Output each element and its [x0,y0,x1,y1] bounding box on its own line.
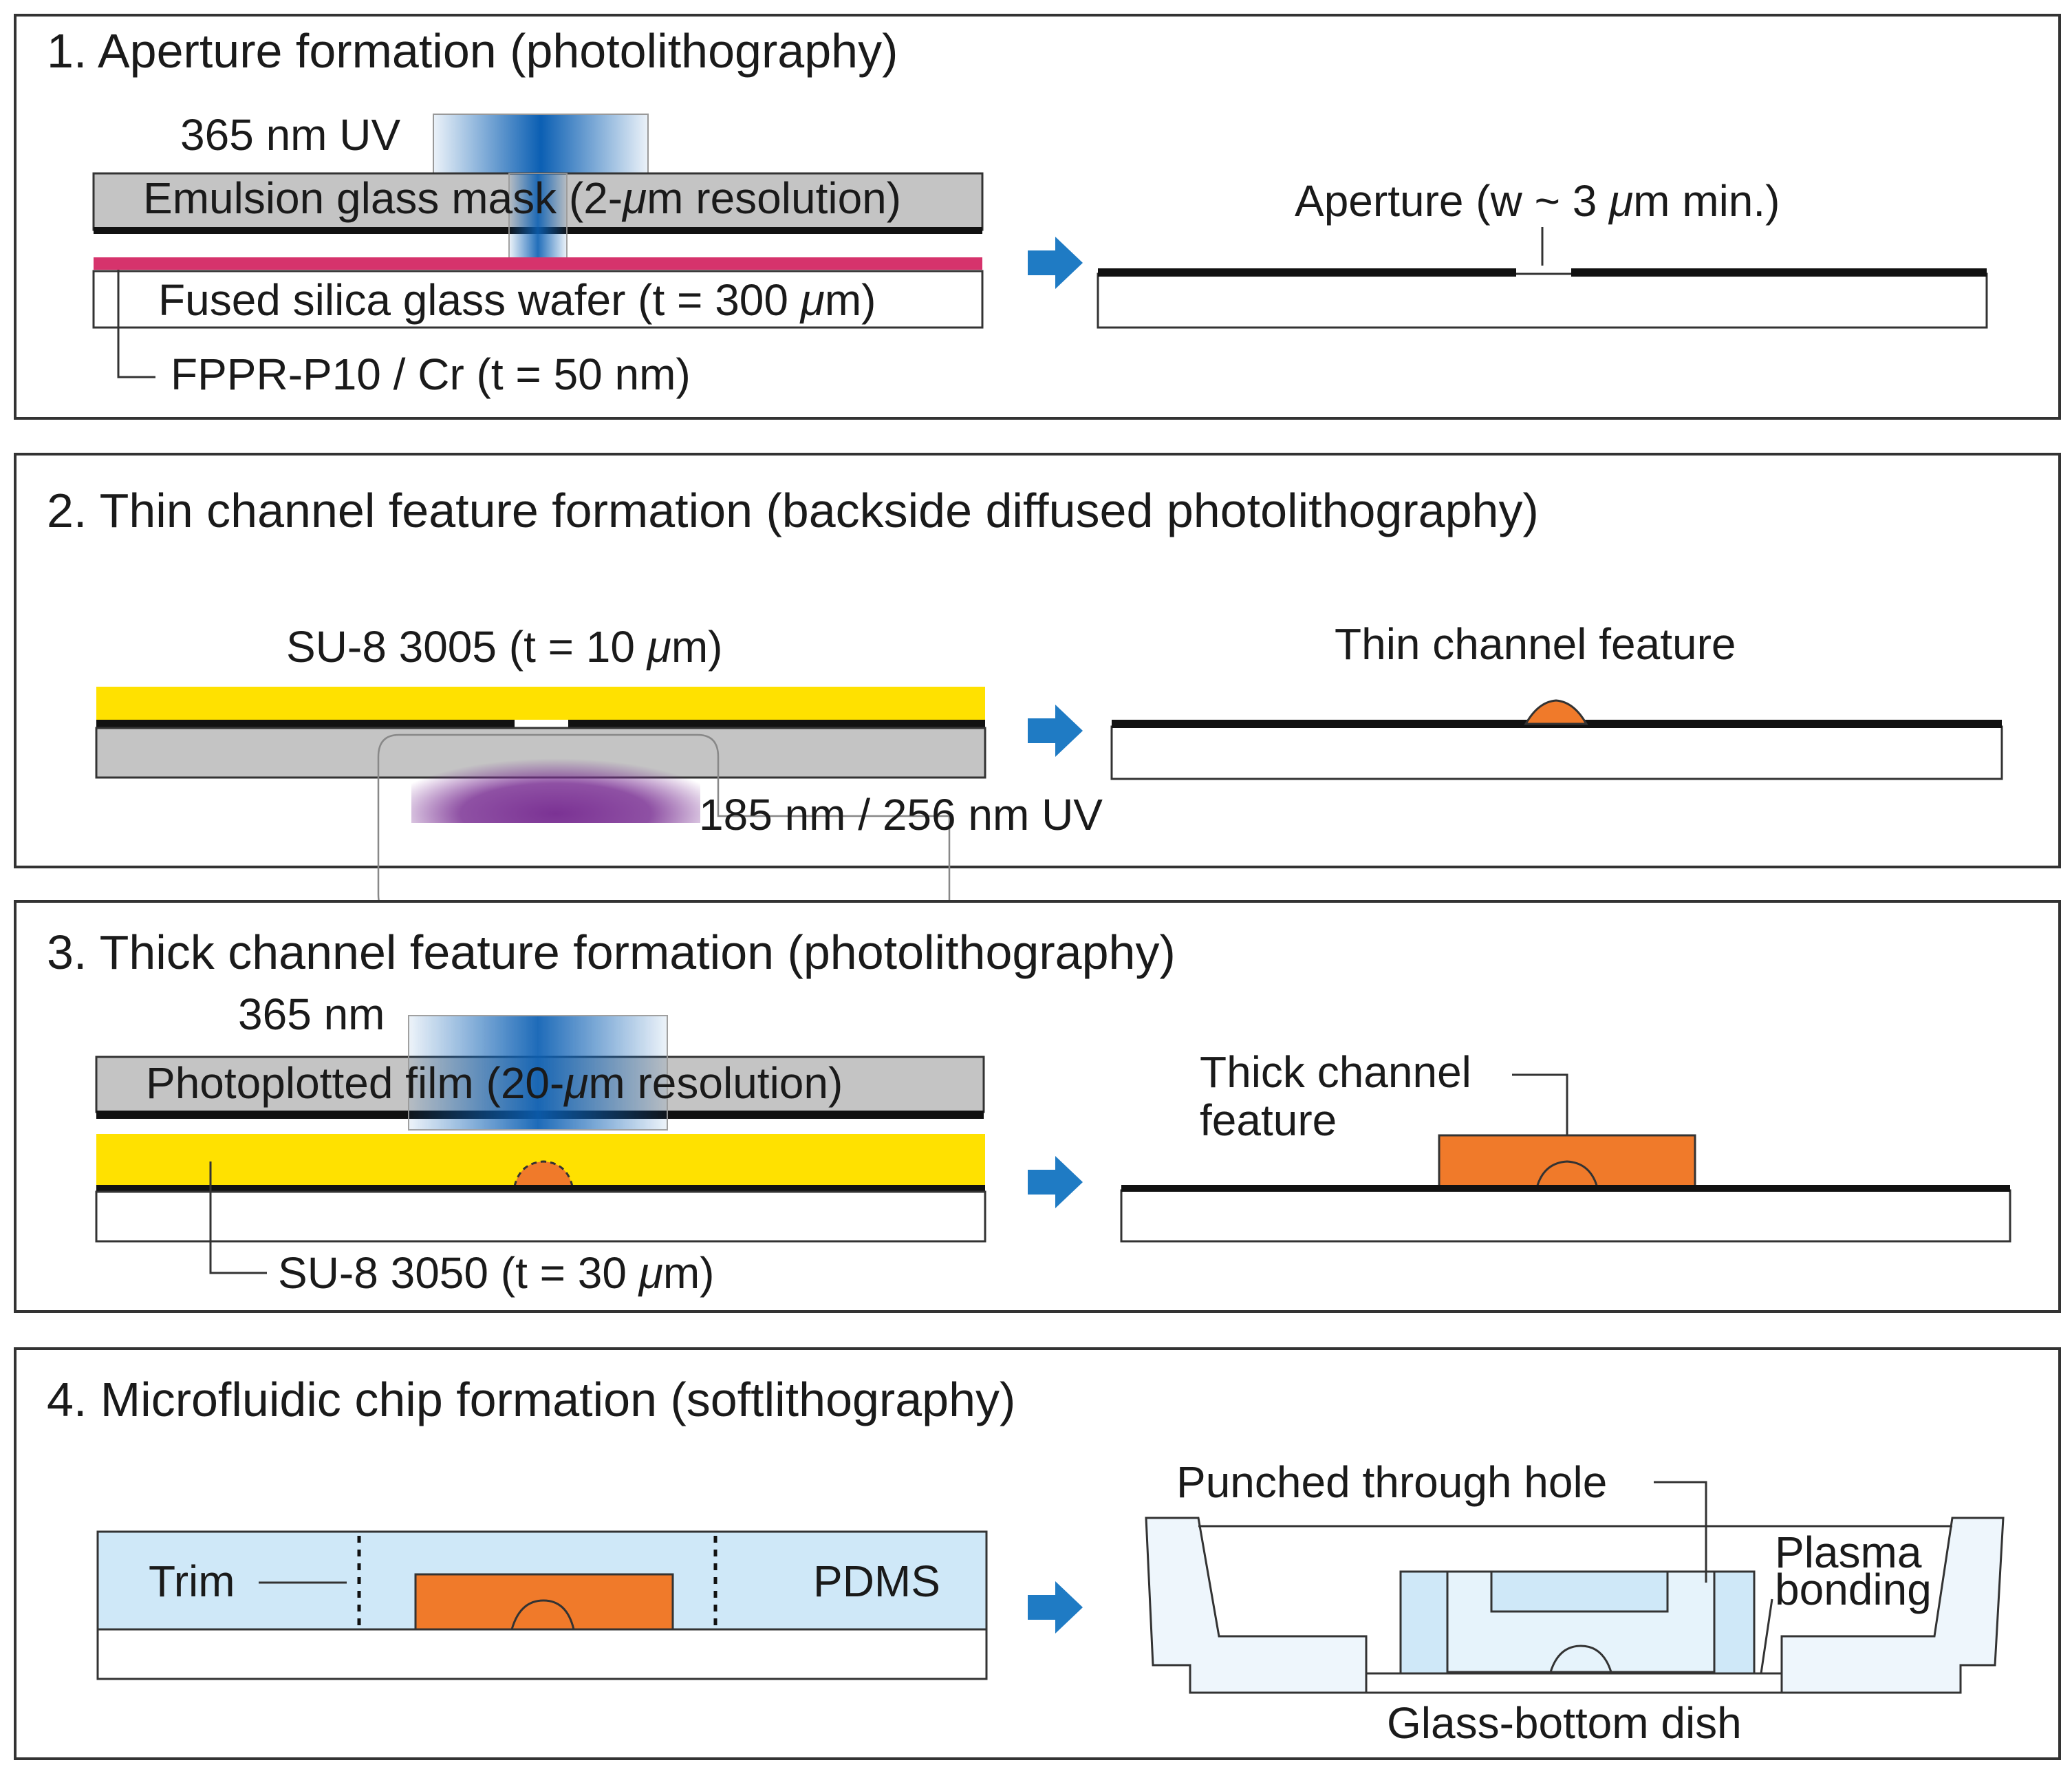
panel-4: 4. Microfluidic chip formation (softlith… [14,1347,2061,1760]
su8-layer [96,687,985,720]
thick-channel-cavity [1490,1570,1669,1613]
resist-leader-line [117,270,155,378]
panel-1: 1. Aperture formation (photolithography)… [14,14,2061,420]
thin-channel-label: Thin channel feature [1335,619,1736,669]
trim-label: Trim [149,1556,235,1606]
punched-hole-leader [1654,1481,1707,1583]
panel-3-title: 3. Thick channel feature formation (phot… [47,925,1176,979]
dish-label: Glass-bottom dish [1387,1698,1742,1748]
thick-channel-label-2: feature [1200,1095,1337,1145]
uv-beam [433,114,649,175]
uv-label: 365 nm [238,989,385,1039]
mold-wafer [96,1628,988,1680]
thin-channel-inner [1535,1160,1599,1188]
uv-label: 185 nm / 256 nm UV [699,790,1103,839]
panel-2: 2. Thin channel feature formation (backs… [14,453,2061,930]
mold-feature [414,1573,674,1631]
glass-wafer [95,1190,986,1243]
chrome-layer-left [96,720,515,728]
uv-beam-transmitted [508,173,568,259]
chrome-layer-right [568,720,985,728]
film-label: Photoplotted film (20-μm resolution) [146,1058,843,1108]
embedded-thin-channel [513,1160,574,1188]
resist-label: FPPR-P10 / Cr (t = 50 nm) [171,350,691,399]
plasma-label-2: bonding [1775,1565,1932,1614]
panel-1-title: 1. Aperture formation (photolithography) [47,24,898,78]
thick-channel-label-1: Thick channel [1200,1047,1471,1097]
panel-3: 3. Thick channel feature formation (phot… [14,900,2061,1313]
dish-glass-bottom [1365,1672,1783,1694]
aperture-label: Aperture (w ~ 3 μm min.) [1295,176,1780,226]
thin-channel-feature [1524,699,1588,725]
su8-3005-label: SU-8 3005 (t = 10 μm) [286,622,722,672]
mold-thin-feature [510,1599,575,1630]
punched-hole-label: Punched through hole [1176,1457,1607,1507]
thick-channel-leader [1512,1073,1568,1148]
su8-leader-line [209,1161,267,1274]
result-wafer-1 [1097,272,1988,329]
photoresist-layer [94,257,982,270]
wafer-label: Fused silica glass wafer (t = 300 μm) [158,275,876,325]
result-wafer-3 [1120,1189,2011,1243]
chrome-layer-left [1098,268,1516,277]
uv-label: 365 nm UV [180,110,400,160]
thin-channel-cavity [1549,1645,1612,1673]
plasma-leader [1760,1598,1773,1674]
panel-2-title: 2. Thin channel feature formation (backs… [47,484,1539,537]
mask-label: Emulsion glass mask (2-μm resolution) [143,173,901,223]
result-wafer-2 [1110,725,2003,780]
panel-2-frame [14,453,2061,868]
chrome-layer-right [1571,268,1987,277]
su8-3050-label: SU-8 3050 (t = 30 μm) [278,1248,714,1298]
glass-wafer [92,270,984,329]
pdms-label: PDMS [813,1556,940,1606]
backside-uv-beam [411,731,700,823]
panel-3-frame [14,900,2061,1313]
plasma-label-1: Plasma [1775,1528,1922,1577]
base-line [1121,1185,2010,1192]
panel-4-title: 4. Microfluidic chip formation (softlith… [47,1373,1015,1426]
uv-beam [408,1015,668,1131]
